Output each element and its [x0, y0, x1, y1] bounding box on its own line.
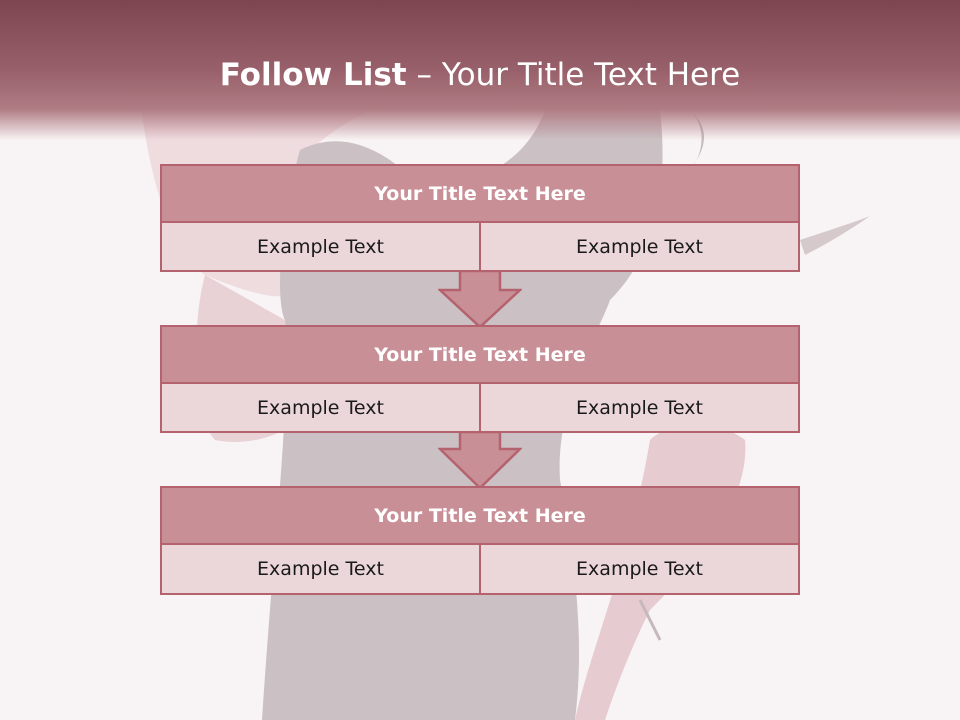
block-title: Your Title Text Here — [162, 166, 798, 223]
page-title-rest: – Your Title Text Here — [406, 57, 741, 93]
down-arrow-icon — [438, 270, 522, 329]
header-band — [0, 0, 960, 140]
block-cell-right: Example Text — [479, 545, 798, 593]
block-cell-right: Example Text — [479, 223, 798, 270]
down-arrow-icon — [438, 431, 522, 490]
block-title: Your Title Text Here — [162, 488, 798, 545]
list-block-3: Your Title Text Here Example Text Exampl… — [160, 486, 800, 595]
block-cell-left: Example Text — [257, 558, 384, 580]
list-block-2: Your Title Text Here Example Text Exampl… — [160, 325, 800, 433]
block-row: Example Text Example Text — [162, 384, 798, 431]
page-title-bold: Follow List — [219, 57, 407, 93]
page-title: Follow List – Your Title Text Here — [0, 55, 960, 95]
block-title: Your Title Text Here — [162, 327, 798, 384]
list-block-1: Your Title Text Here Example Text Exampl… — [160, 164, 800, 272]
block-cell-left: Example Text — [257, 396, 384, 419]
block-row: Example Text Example Text — [162, 545, 798, 593]
block-cell-right: Example Text — [479, 384, 798, 431]
block-cell-left: Example Text — [257, 235, 384, 258]
block-row: Example Text Example Text — [162, 223, 798, 270]
